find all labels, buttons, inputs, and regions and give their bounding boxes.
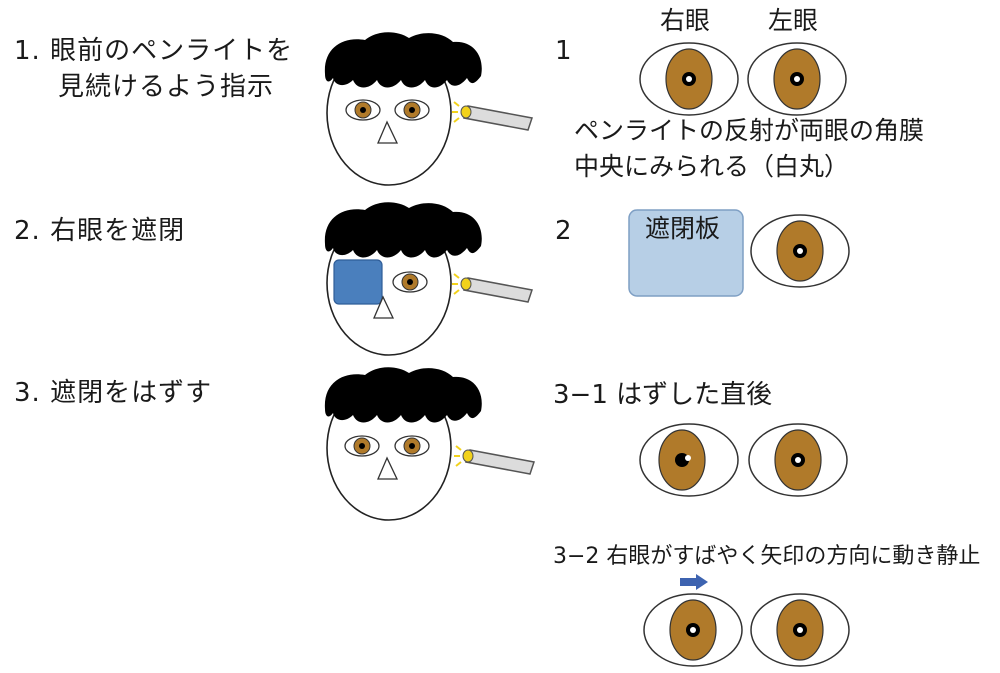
panel-2-left-eye: [750, 214, 850, 288]
panel-1-right-eye: [639, 42, 739, 116]
occluder-label: 遮閉板: [645, 214, 721, 243]
right-eye-label: 右眼: [660, 6, 711, 35]
step-3-1-label: 3−1 はずした直後: [553, 380, 773, 410]
step-3-2-label: 3−2 右眼がすばやく矢印の方向に動き静止: [553, 544, 981, 569]
left-eye-label: 左眼: [768, 6, 819, 35]
caption-1-line-2: 中央にみられる（白丸）: [574, 152, 850, 181]
caption-1-line-1: ペンライトの反射が両眼の角膜: [574, 116, 925, 145]
panel-3-2-left-eye: [750, 593, 850, 667]
penlight-2: [451, 273, 533, 303]
step-3-label: 3. 遮閉をはずす: [14, 378, 213, 408]
occluder-on-face: [333, 259, 383, 305]
step-2-label: 2. 右眼を遮閉: [14, 216, 186, 246]
right-arrow-icon: [680, 574, 708, 590]
face-3: [324, 367, 482, 521]
face-2: [324, 202, 482, 356]
panel-3-1-left-eye: [748, 423, 848, 497]
face-1: [324, 32, 482, 186]
penlight-1: [451, 101, 533, 131]
panel-1-left-eye: [747, 42, 847, 116]
panel-3-2-right-eye: [643, 593, 743, 667]
step-1-line-2: 見続けるよう指示: [58, 72, 275, 102]
panel-1-number: 1: [555, 36, 572, 66]
step-1-line-1: 1. 眼前のペンライトを: [14, 36, 294, 66]
panel-2-number: 2: [555, 216, 572, 246]
occluder-board: [628, 209, 744, 297]
penlight-3: [453, 445, 535, 475]
panel-3-1-right-eye: [639, 423, 739, 497]
